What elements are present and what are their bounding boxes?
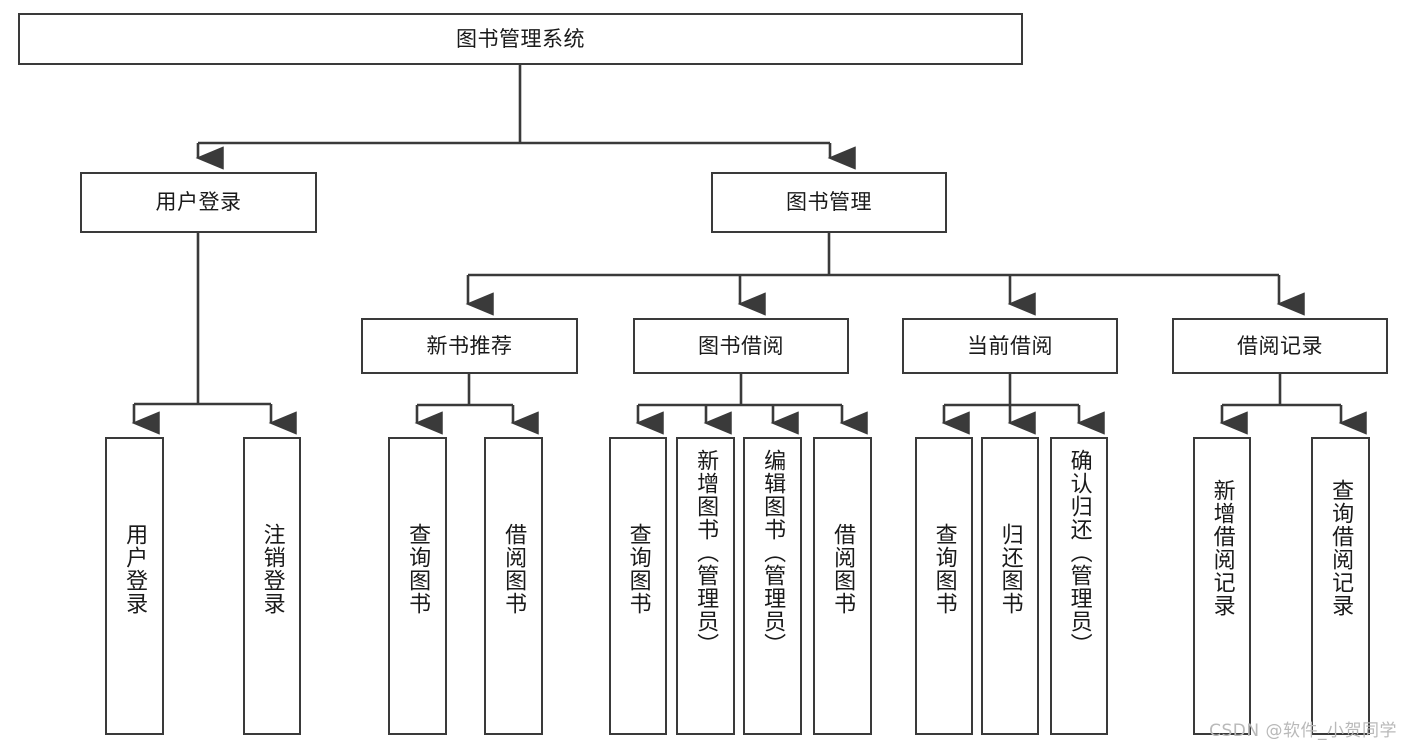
leaf-borrow-book-recommend[interactable]: 借阅图书 xyxy=(484,437,543,735)
leaf-user-login[interactable]: 用户登录 xyxy=(105,437,164,735)
leaf-return-book[interactable]: 归还图书 xyxy=(981,437,1039,735)
node-label: 编辑图书（管理员） xyxy=(760,449,786,656)
node-label: 确认归还（管理员） xyxy=(1066,449,1092,656)
node-label: 用户登录 xyxy=(155,190,242,215)
node-label: 图书管理系统 xyxy=(456,26,585,51)
node-label: 借阅图书 xyxy=(830,523,856,615)
node-label: 新增图书（管理员） xyxy=(693,449,719,656)
node-current-borrow[interactable]: 当前借阅 xyxy=(902,318,1118,374)
node-label: 借阅图书 xyxy=(501,523,527,615)
node-label: 查询图书 xyxy=(625,523,651,615)
leaf-borrow-book[interactable]: 借阅图书 xyxy=(813,437,872,735)
node-user-login[interactable]: 用户登录 xyxy=(80,172,317,233)
leaf-edit-book-admin[interactable]: 编辑图书（管理员） xyxy=(743,437,802,735)
leaf-query-book-current[interactable]: 查询图书 xyxy=(915,437,973,735)
node-label: 当前借阅 xyxy=(967,333,1053,358)
node-label: 归还图书 xyxy=(997,523,1023,615)
node-label: 新书推荐 xyxy=(426,333,513,358)
leaf-query-borrow-record[interactable]: 查询借阅记录 xyxy=(1311,437,1370,735)
node-borrow-record[interactable]: 借阅记录 xyxy=(1172,318,1388,374)
node-label: 新增借阅记录 xyxy=(1209,479,1235,617)
leaf-add-borrow-record[interactable]: 新增借阅记录 xyxy=(1193,437,1251,735)
node-label: 注销登录 xyxy=(259,523,285,615)
watermark: CSDN @软件_小贺同学 xyxy=(1209,721,1397,741)
node-label: 查询图书 xyxy=(931,523,957,615)
leaf-query-book-borrow[interactable]: 查询图书 xyxy=(609,437,667,735)
node-label: 图书借阅 xyxy=(698,333,784,358)
leaf-query-book-recommend[interactable]: 查询图书 xyxy=(388,437,447,735)
node-new-book-recommend[interactable]: 新书推荐 xyxy=(361,318,578,374)
node-label: 查询借阅记录 xyxy=(1328,479,1354,617)
node-label: 用户登录 xyxy=(122,523,148,615)
node-label: 图书管理 xyxy=(786,190,872,215)
node-label: 查询图书 xyxy=(405,523,431,615)
leaf-user-logout[interactable]: 注销登录 xyxy=(243,437,301,735)
node-root-system[interactable]: 图书管理系统 xyxy=(18,13,1023,65)
node-label: 借阅记录 xyxy=(1237,333,1323,358)
leaf-confirm-return-admin[interactable]: 确认归还（管理员） xyxy=(1050,437,1108,735)
leaf-add-book-admin[interactable]: 新增图书（管理员） xyxy=(676,437,735,735)
node-book-management[interactable]: 图书管理 xyxy=(711,172,947,233)
node-book-borrow[interactable]: 图书借阅 xyxy=(633,318,849,374)
